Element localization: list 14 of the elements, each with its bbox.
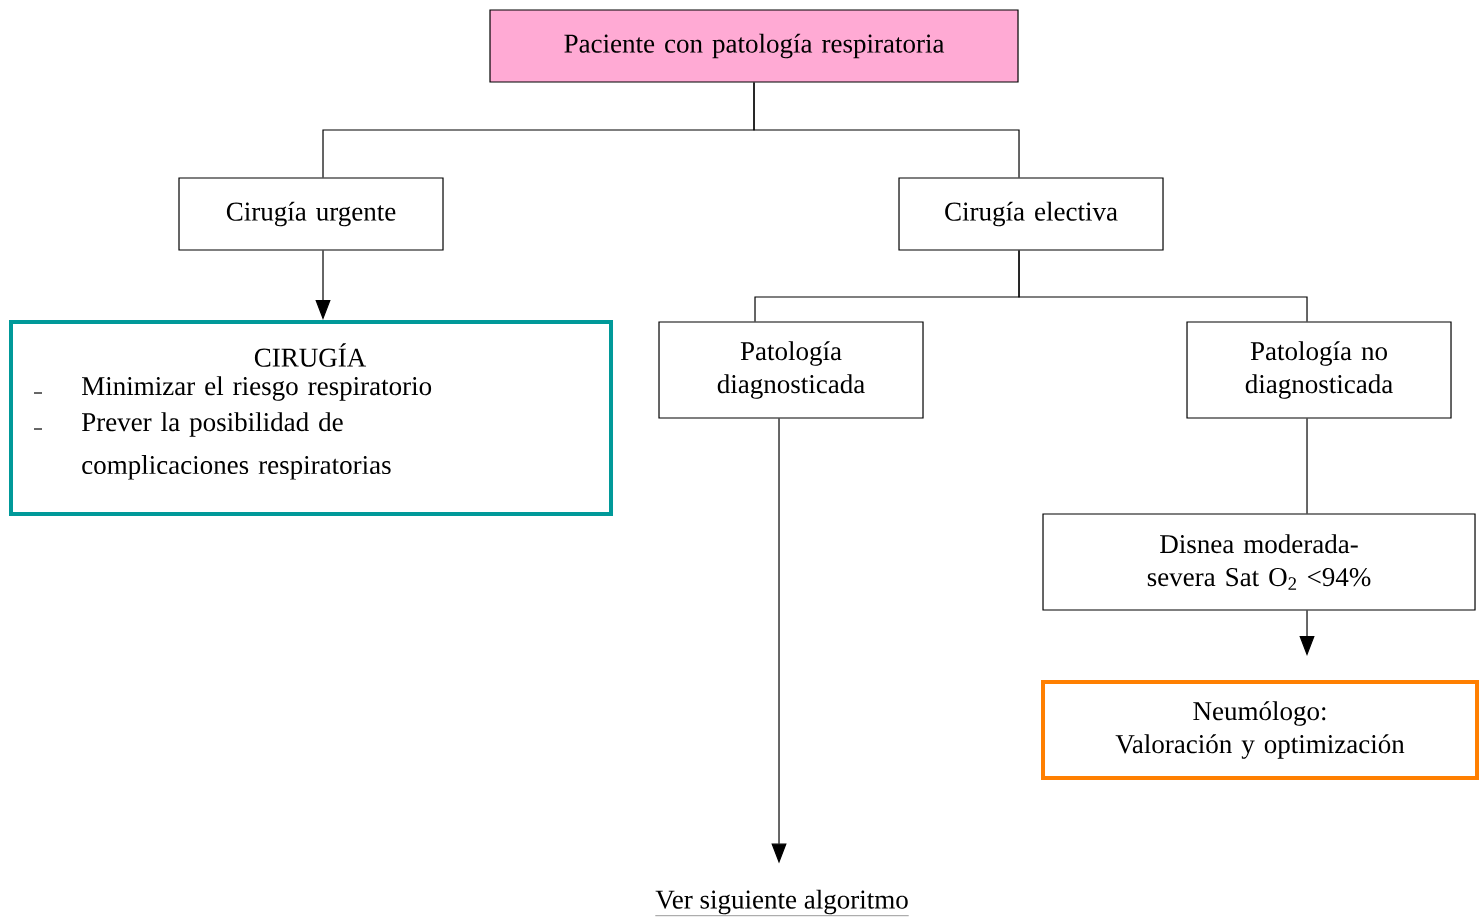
process-box: Patología diagnosticada xyxy=(658,321,924,419)
connector-line xyxy=(1018,250,1308,322)
box-heading: CIRUGÍA xyxy=(254,343,367,367)
process-box: Disnea moderada-severa Sat O$_{2}$ <94% xyxy=(1042,513,1476,611)
process-box: Paciente con patología respiratoria xyxy=(489,9,1019,83)
process-box: Cirugía urgente xyxy=(178,177,444,251)
process-box: Patología no diagnosticada xyxy=(1186,321,1452,419)
connector-line xyxy=(753,82,1020,178)
note-text: Ver siguiente algoritmo xyxy=(655,889,909,916)
process-box: Cirugía electiva xyxy=(898,177,1164,251)
list-item: Minimizar el riesgo respiratorio xyxy=(82,376,432,401)
connector-line xyxy=(1306,418,1308,514)
outcome-box: Neumólogo: Valoración y optimización xyxy=(1041,680,1479,780)
list-item: Prever la posibilidad de complicaciones respiratorias xyxy=(82,412,391,480)
